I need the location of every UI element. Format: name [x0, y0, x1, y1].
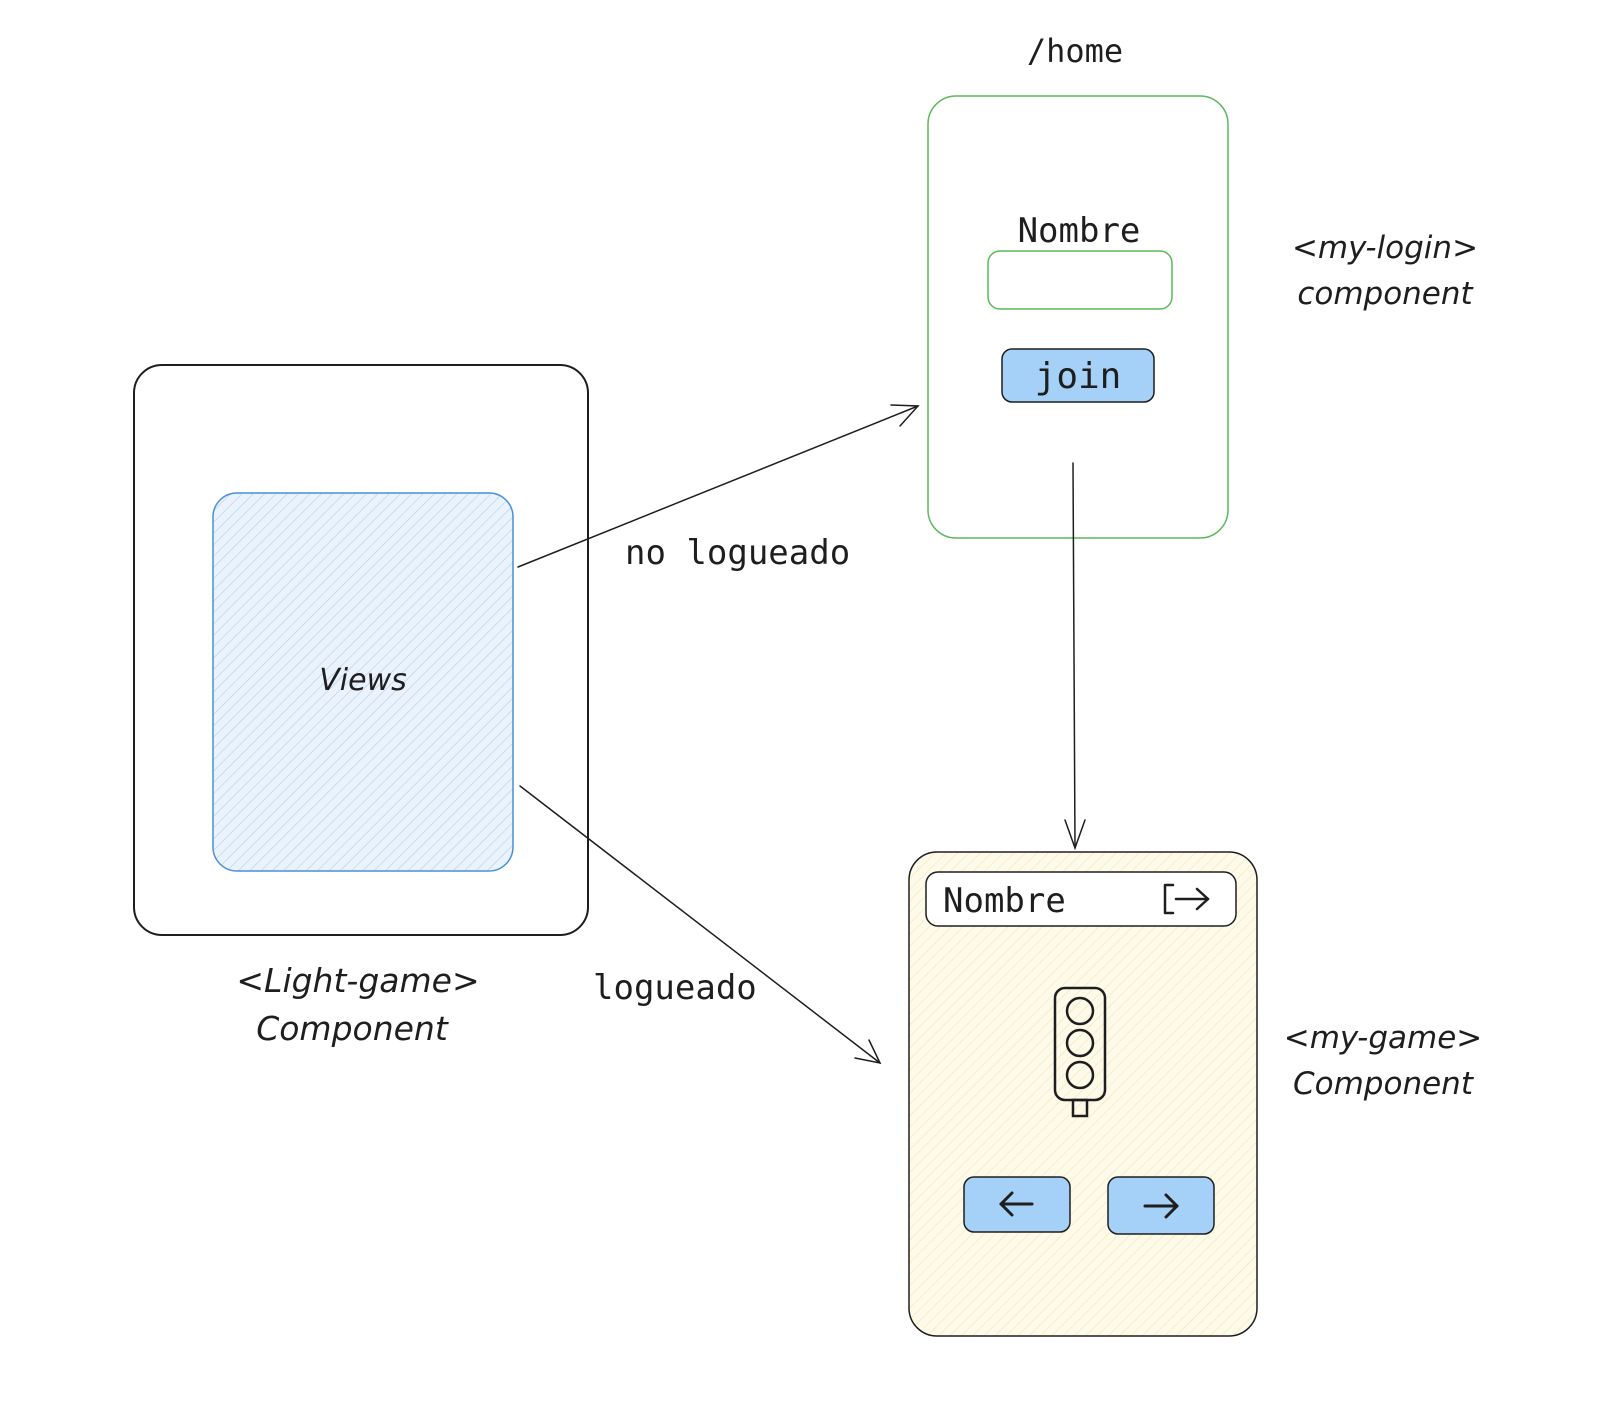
views-box [212, 492, 514, 872]
edge-join-to-game [1064, 462, 1086, 851]
views-label: Views [319, 663, 406, 698]
prev-button[interactable] [963, 1176, 1071, 1233]
login-caption-type: component [1297, 276, 1474, 312]
my-login-component: Nombre join <my-login> component [927, 95, 1478, 539]
edge-logged-label: logueado [593, 968, 757, 1008]
light-game-caption-type: Component [256, 1009, 449, 1048]
join-button[interactable]: join [1001, 348, 1155, 403]
name-field-label: Nombre [1018, 211, 1141, 251]
login-container [927, 95, 1229, 539]
light-game-component: Views <Light-game> Component [133, 364, 589, 1048]
name-input[interactable] [987, 250, 1173, 310]
my-game-component: Nombre [908, 851, 1483, 1337]
login-caption-tag: <my-login> [1292, 230, 1478, 266]
traffic-light-icon [1053, 986, 1107, 1118]
player-name: Nombre [943, 881, 1066, 921]
edge-logged [519, 785, 882, 1065]
light-game-container [133, 364, 589, 936]
game-header: Nombre [925, 871, 1237, 927]
next-button[interactable] [1107, 1176, 1215, 1235]
game-caption-tag: <my-game> [1284, 1020, 1483, 1056]
join-button-label: join [1035, 356, 1122, 397]
route-label: /home [1027, 32, 1123, 70]
light-game-caption-tag: <Light-game> [236, 961, 479, 1000]
edge-not-logged-label: no logueado [625, 533, 850, 573]
logout-icon[interactable] [1163, 883, 1210, 915]
arrow-left-icon [999, 1191, 1034, 1217]
arrow-right-icon [1143, 1193, 1179, 1219]
game-caption-type: Component [1293, 1066, 1475, 1102]
edge-not-logged [517, 404, 920, 568]
